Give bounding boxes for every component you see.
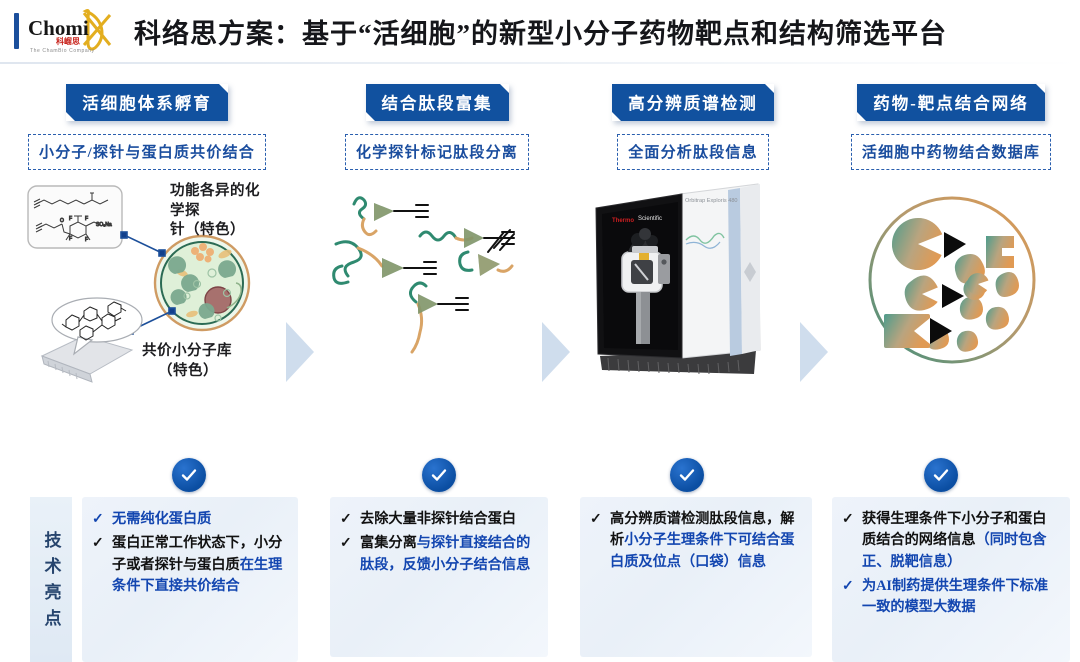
highlight-bullet: ✓ 去除大量非探针结合蛋白 bbox=[340, 509, 536, 530]
page-header: Chomi 科嵧思 The ChamBio Company 科络思方案：基于“活… bbox=[0, 0, 1080, 62]
step-3-illustration: Orbitrap Exploris 480 Thermo Scientific bbox=[568, 178, 818, 388]
highlight-bullet-text: 获得生理条件下小分子和蛋白质结合的网络信息（同时包含正、脱靶信息） bbox=[862, 509, 1058, 573]
tech-highlights-label: 技术亮点 bbox=[30, 497, 72, 662]
check-icon bbox=[679, 469, 695, 481]
step-4-check-badge bbox=[924, 458, 958, 492]
drug-target-network-icon bbox=[868, 196, 1036, 364]
flow-arrow-3 bbox=[798, 320, 832, 384]
chemical-probe-and-cell-icon: F F F F SO₃Na O bbox=[27, 185, 251, 383]
svg-text:SO₃Na: SO₃Na bbox=[96, 222, 112, 228]
svg-text:Thermo: Thermo bbox=[612, 218, 634, 224]
page-title: 科络思方案：基于“活细胞”的新型小分子药物靶点和结构筛选平台 bbox=[134, 18, 947, 49]
highlight-bullet: ✓ 高分辨质谱检测肽段信息，解析小分子生理条件下可结合蛋白质及位点（口袋）信息 bbox=[590, 509, 800, 573]
highlighted-phrase: 无需纯化蛋白质 bbox=[112, 511, 212, 527]
step-4-pill: 药物-靶点结合网络 bbox=[857, 84, 1045, 121]
pipeline-step-3: 高分辨质谱检测 全面分析肽段信息 bbox=[568, 72, 818, 594]
step-3-highlights-card: ✓ 高分辨质谱检测肽段信息，解析小分子生理条件下可结合蛋白质及位点（口袋）信息 bbox=[580, 497, 812, 657]
step-3-subtitle: 全面分析肽段信息 bbox=[617, 134, 769, 170]
check-icon bbox=[933, 469, 949, 481]
step-2-subtitle: 化学探针标记肽段分离 bbox=[344, 134, 529, 170]
step-4-illustration bbox=[826, 178, 1076, 388]
highlighted-phrase: 与探针直接结合的肽段，反馈小分子结合信息 bbox=[360, 535, 531, 573]
step-1-illustration: F F F F SO₃Na O bbox=[22, 178, 272, 388]
step-3-pill: 高分辨质谱检测 bbox=[612, 84, 774, 121]
highlighted-phrase: 为AI制药提供生理条件下标准一致的模型大数据 bbox=[862, 577, 1049, 616]
check-icon bbox=[431, 469, 447, 481]
highlight-bullet-text: 富集分离与探针直接结合的肽段，反馈小分子结合信息 bbox=[360, 533, 536, 576]
tagged-peptide-fragments-icon bbox=[332, 196, 515, 354]
plain-phrase: 高分辨质谱检测肽段信息，解析 bbox=[610, 511, 795, 549]
check-mark-icon: ✓ bbox=[590, 512, 602, 527]
step-1-pill: 活细胞体系孵育 bbox=[66, 84, 228, 121]
svg-text:F: F bbox=[69, 216, 72, 222]
step-1-subtitle: 小分子/探针与蛋白质共价结合 bbox=[28, 134, 266, 170]
highlight-bullet: ✓ 无需纯化蛋白质 bbox=[92, 509, 286, 530]
svg-text:Orbitrap Exploris 480: Orbitrap Exploris 480 bbox=[685, 198, 738, 204]
highlight-bullet: ✓ 获得生理条件下小分子和蛋白质结合的网络信息（同时包含正、脱靶信息） bbox=[842, 509, 1058, 573]
highlighted-phrase: 在生理条件下直接共价结合 bbox=[112, 556, 283, 594]
highlight-bullet-text: 去除大量非探针结合蛋白 bbox=[360, 509, 536, 530]
highlight-bullet: ✓ 蛋白正常工作状态下，小分子或者探针与蛋白质在生理条件下直接共价结合 bbox=[92, 533, 286, 597]
step-1-check-badge bbox=[172, 458, 206, 492]
svg-text:Scientific: Scientific bbox=[638, 216, 662, 222]
pipeline-step-1: 活细胞体系孵育 小分子/探针与蛋白质共价结合 bbox=[22, 72, 272, 594]
step-2-illustration bbox=[312, 178, 562, 388]
svg-text:O: O bbox=[60, 218, 64, 224]
chomi-logo: Chomi 科嵧思 The ChamBio Company bbox=[26, 7, 118, 55]
check-mark-icon: ✓ bbox=[92, 512, 104, 527]
svg-text:科嵧思: 科嵧思 bbox=[56, 36, 80, 46]
plain-phrase: 蛋白正常工作状态下，小分子或者探针与蛋白质 bbox=[112, 535, 283, 573]
mass-spectrometer-icon: Orbitrap Exploris 480 Thermo Scientific bbox=[595, 183, 761, 375]
flow-arrow-2 bbox=[540, 320, 574, 384]
step-2-highlights-card: ✓ 去除大量非探针结合蛋白 ✓ 富集分离与探针直接结合的肽段，反馈小分子结合信息 bbox=[330, 497, 548, 657]
highlight-bullet: ✓ 为AI制药提供生理条件下标准一致的模型大数据 bbox=[842, 576, 1058, 619]
step-2-check-badge bbox=[422, 458, 456, 492]
arrow-right-icon bbox=[542, 322, 570, 382]
plain-phrase: 获得生理条件下小分子和蛋白质结合的网络信息 bbox=[862, 511, 1047, 549]
highlight-bullet-text: 高分辨质谱检测肽段信息，解析小分子生理条件下可结合蛋白质及位点（口袋）信息 bbox=[610, 509, 800, 573]
highlighted-phrase: 小分子生理条件下可结合蛋白质及位点（口袋）信息 bbox=[610, 532, 795, 570]
logo-accent-bar bbox=[14, 13, 19, 49]
arrow-right-icon bbox=[800, 322, 828, 382]
highlighted-phrase: （同时包含正、脱靶信息） bbox=[862, 532, 1047, 570]
header-divider bbox=[0, 62, 1080, 64]
step-4-subtitle: 活细胞中药物结合数据库 bbox=[850, 134, 1052, 170]
step-2-pill: 结合肽段富集 bbox=[365, 84, 509, 121]
highlight-bullet: ✓ 富集分离与探针直接结合的肽段，反馈小分子结合信息 bbox=[340, 533, 536, 576]
svg-text:F: F bbox=[85, 237, 88, 243]
step-1-art-label-bottom: 共价小分子库 （特色） bbox=[142, 343, 232, 379]
step-4-highlights-card: ✓ 获得生理条件下小分子和蛋白质结合的网络信息（同时包含正、脱靶信息） ✓ 为AI制药… bbox=[832, 497, 1070, 662]
highlight-bullet-text: 无需纯化蛋白质 bbox=[112, 509, 286, 530]
plain-phrase: 富集分离 bbox=[360, 535, 417, 552]
check-mark-icon: ✓ bbox=[842, 578, 854, 594]
highlight-bullet-text: 为AI制药提供生理条件下标准一致的模型大数据 bbox=[862, 576, 1058, 619]
svg-text:Chomi: Chomi bbox=[28, 16, 89, 40]
step-1-highlights-card: ✓ 无需纯化蛋白质 ✓ 蛋白正常工作状态下，小分子或者探针与蛋白质在生理条件下直接共价… bbox=[82, 497, 298, 662]
check-mark-icon: ✓ bbox=[842, 512, 854, 527]
highlight-bullet-text: 蛋白正常工作状态下，小分子或者探针与蛋白质在生理条件下直接共价结合 bbox=[112, 533, 286, 597]
check-mark-icon: ✓ bbox=[340, 536, 352, 552]
step-1-art-label-top: 功能各异的化学探 针（特色） bbox=[170, 183, 260, 239]
logo-mark-icon: Chomi 科嵧思 The ChamBio Company bbox=[28, 9, 112, 54]
flow-arrow-1 bbox=[284, 320, 318, 384]
svg-text:F: F bbox=[85, 216, 88, 222]
check-icon bbox=[181, 469, 197, 481]
check-mark-icon: ✓ bbox=[92, 536, 104, 552]
svg-text:The ChamBio Company: The ChamBio Company bbox=[30, 48, 95, 54]
svg-text:F: F bbox=[69, 236, 72, 242]
pipeline-step-2: 结合肽段富集 化学探针标记肽段分离 bbox=[312, 72, 562, 594]
check-mark-icon: ✓ bbox=[340, 512, 352, 527]
pipeline-step-4: 药物-靶点结合网络 活细胞中药物结合数据库 bbox=[826, 72, 1076, 594]
plain-phrase: 去除大量非探针结合蛋白 bbox=[360, 511, 517, 527]
step-3-check-badge bbox=[670, 458, 704, 492]
arrow-right-icon bbox=[286, 322, 314, 382]
pipeline-columns: 活细胞体系孵育 小分子/探针与蛋白质共价结合 bbox=[0, 72, 1080, 662]
